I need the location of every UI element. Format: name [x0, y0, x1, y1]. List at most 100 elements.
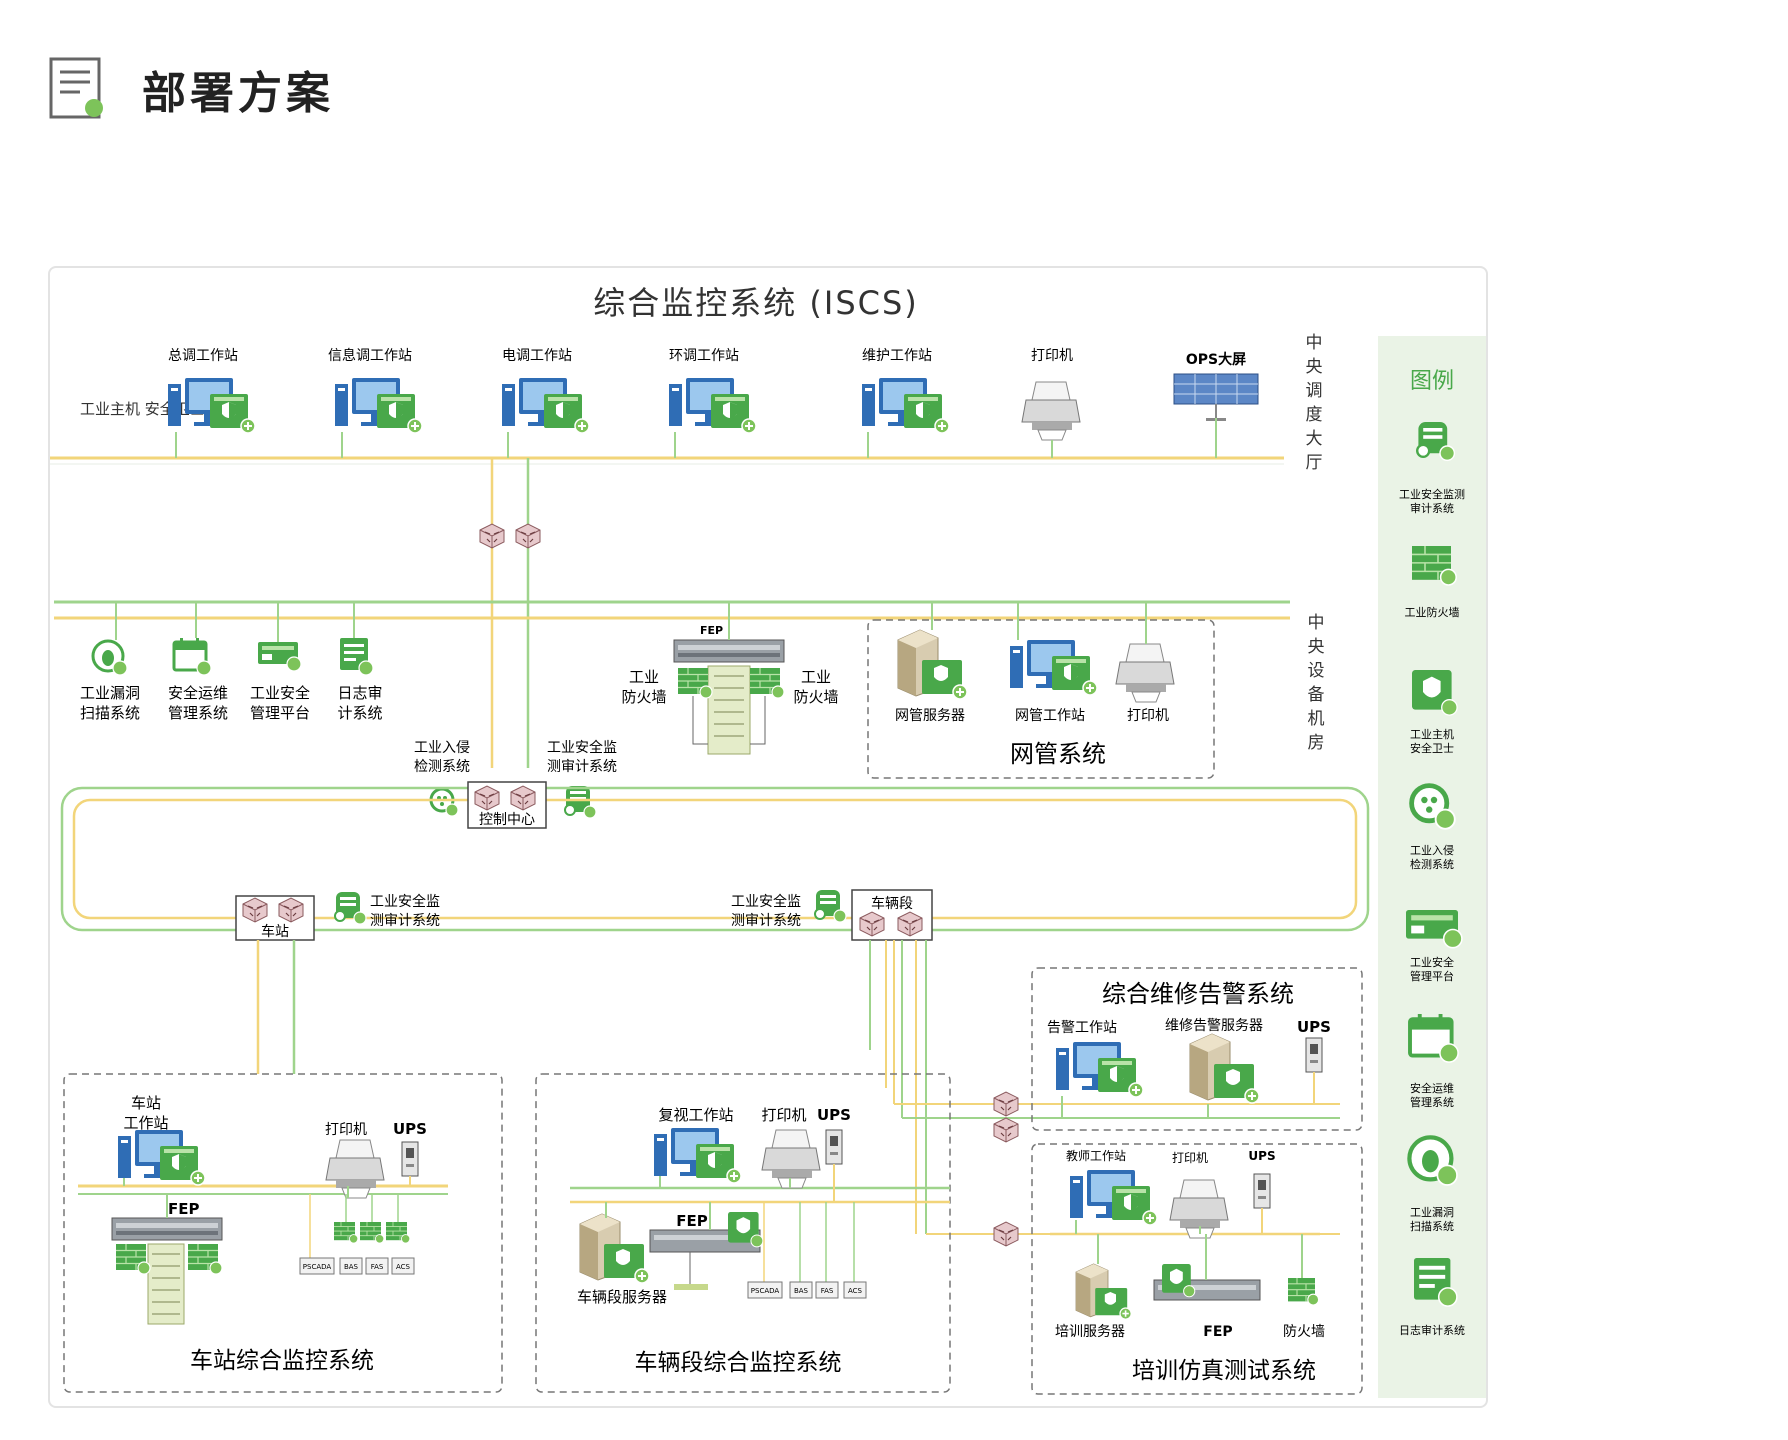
- room-item-1: 安全运维管理系统: [168, 684, 228, 722]
- svg-text:央: 央: [1306, 357, 1323, 377]
- svg-text:工业安全管理平台: 工业安全管理平台: [1410, 955, 1454, 983]
- nms-server-label: 网管服务器: [895, 708, 965, 724]
- ws-label-3: 环调工作站: [669, 348, 739, 364]
- control-center-label: 控制中心: [479, 812, 535, 828]
- training-teacher-ws: [1069, 1169, 1158, 1226]
- svg-text:房: 房: [1308, 733, 1325, 753]
- depot-server: [579, 1213, 650, 1284]
- nms-workstation: [1009, 639, 1098, 696]
- station-sub-1: BAS: [344, 1263, 359, 1271]
- station-fep: [111, 1217, 223, 1325]
- training-ups-label: UPS: [1248, 1149, 1275, 1163]
- legend-item-log: 日志审计系统: [1399, 1257, 1465, 1337]
- depot-printer-label: 打印机: [761, 1106, 806, 1124]
- svg-text:调: 调: [1306, 381, 1323, 401]
- svg-text:大: 大: [1306, 429, 1323, 449]
- room-audit-label: 工业安全监测审计系统: [547, 739, 617, 775]
- legend-item-scan: 工业漏洞扫描系统: [1409, 1137, 1457, 1233]
- room-firewall-left: 工业防火墙: [621, 668, 666, 706]
- svg-text:工业入侵检测系统: 工业入侵检测系统: [1410, 844, 1454, 871]
- maint-server: [1189, 1033, 1260, 1104]
- svg-text:度: 度: [1306, 405, 1323, 425]
- svg-text:央: 央: [1308, 637, 1325, 657]
- depot-ups-label: UPS: [817, 1106, 851, 1124]
- deployment-diagram-frame: 综合监控系统 (ISCS) 工业主机 安全卫士 总调工作站 信息调工作站 电调工…: [48, 266, 1488, 1408]
- maint-server-label: 维修告警服务器: [1165, 1018, 1263, 1034]
- control-center-node: 控制中心: [467, 781, 547, 829]
- svg-text:日志审计系统: 日志审计系统: [1399, 1323, 1465, 1337]
- svg-text:工业防火墙: 工业防火墙: [1405, 605, 1460, 619]
- station-sys-group: [63, 1073, 503, 1393]
- ws-label-1: 信息调工作站: [328, 347, 412, 364]
- maint-router-2: [993, 1117, 1019, 1143]
- svg-text:中: 中: [1306, 333, 1323, 353]
- depot-label: 车辆段: [871, 895, 913, 912]
- page-header: 部署方案: [48, 56, 334, 122]
- maint-group: [1031, 967, 1363, 1131]
- legend-item-ops: 安全运维管理系统: [1408, 1012, 1461, 1109]
- station-label: 车站: [261, 923, 289, 940]
- depot-ups: [825, 1129, 843, 1165]
- room-ids-label: 工业入侵检测系统: [414, 739, 470, 775]
- legend-title: 图例: [1410, 369, 1454, 394]
- depot-sys-title: 车辆段综合监控系统: [635, 1350, 842, 1376]
- training-fep-label: FEP: [1203, 1324, 1232, 1340]
- room-item-3: 日志审计系统: [337, 684, 382, 722]
- depot-review-ws: [653, 1127, 742, 1184]
- station-subsystems: PSCADA BAS FAS ACS: [299, 1194, 415, 1275]
- depot-sub-1: BAS: [794, 1287, 809, 1295]
- depot-review-label: 复视工作站: [658, 1106, 733, 1124]
- hall-printer-label: 打印机: [1031, 347, 1073, 364]
- station-printer-label: 打印机: [325, 1121, 367, 1138]
- nms-title: 网管系统: [1010, 740, 1106, 768]
- legend-item-host-guard: 工业主机安全卫士: [1410, 669, 1458, 755]
- depot-fep-label: FEP: [676, 1212, 708, 1230]
- depot-node: 车辆段: [851, 889, 933, 941]
- training-ups: [1253, 1173, 1271, 1209]
- svg-text:工业安全监测审计系统: 工业安全监测审计系统: [1399, 487, 1465, 515]
- ops-screen: [1173, 373, 1259, 421]
- training-server: [1075, 1263, 1132, 1320]
- station-sub-0: PSCADA: [303, 1263, 332, 1271]
- nms-server: [897, 629, 968, 700]
- depot-sys-group: [535, 1073, 951, 1393]
- station-ups: [401, 1141, 419, 1177]
- depot-sub-0: PSCADA: [751, 1287, 780, 1295]
- depot-fep: [649, 1211, 764, 1290]
- ws-label-2: 电调工作站: [502, 348, 572, 364]
- nms-printer-label: 打印机: [1127, 707, 1169, 724]
- training-title: 培训仿真测试系统: [1132, 1358, 1316, 1384]
- station-fep-label: FEP: [168, 1200, 200, 1218]
- depot-subsystems: PSCADA BAS FAS ACS: [747, 1202, 867, 1299]
- deployment-diagram: 综合监控系统 (ISCS) 工业主机 安全卫士 总调工作站 信息调工作站 电调工…: [50, 284, 1486, 1398]
- room-security-items: 工业漏洞扫描系统 安全运维管理系统 工业安全管理平台 日志审计系统: [80, 602, 383, 722]
- station-workstation: [117, 1129, 206, 1186]
- station-sys-title: 车站综合监控系统: [190, 1348, 374, 1374]
- nms-printer: [1115, 643, 1175, 703]
- diagram-title: 综合监控系统 (ISCS): [593, 284, 919, 322]
- svg-text:机: 机: [1308, 709, 1325, 729]
- ring-outer: [60, 786, 1370, 932]
- station-printer: [325, 1139, 385, 1199]
- room-fep: [673, 639, 785, 755]
- svg-text:备: 备: [1308, 685, 1325, 705]
- room-item-0: 工业漏洞扫描系统: [80, 684, 140, 722]
- svg-text:设: 设: [1308, 661, 1325, 681]
- svg-text:工业主机安全卫士: 工业主机安全卫士: [1410, 727, 1454, 755]
- legend-item-ids: 工业入侵检测系统: [1410, 786, 1455, 871]
- zone-hall-label: 中央调 度大厅: [1306, 333, 1323, 473]
- training-printer-label: 打印机: [1172, 1151, 1208, 1165]
- maint-alarm-label: 告警工作站: [1047, 1020, 1117, 1036]
- ws-label-0: 总调工作站: [168, 348, 238, 364]
- room-item-2: 工业安全管理平台: [250, 684, 310, 722]
- page-title: 部署方案: [142, 68, 334, 119]
- station-node: 车站: [235, 895, 315, 941]
- zone-room-label: 中央设 备机房: [1308, 613, 1325, 753]
- maint-ups: [1305, 1037, 1323, 1073]
- training-firewall-label: 防火墙: [1283, 1324, 1325, 1340]
- maint-ups-label: UPS: [1297, 1018, 1331, 1036]
- ops-label: OPS大屏: [1186, 351, 1246, 368]
- station-sub-2: FAS: [371, 1263, 384, 1271]
- training-teacher-label: 教师工作站: [1066, 1148, 1126, 1163]
- svg-text:安全运维管理系统: 安全运维管理系统: [1410, 1081, 1454, 1109]
